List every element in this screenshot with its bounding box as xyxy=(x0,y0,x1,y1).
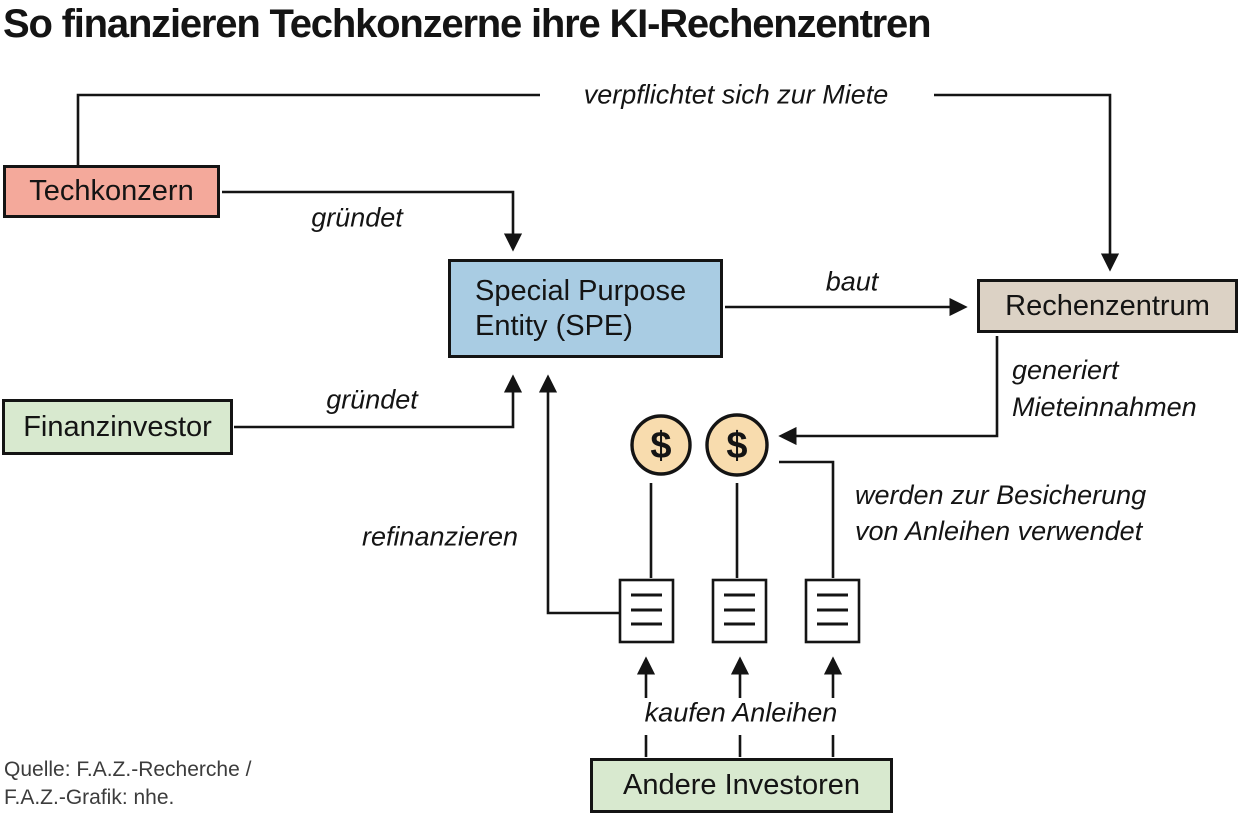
edge-verpflichtet-left-segment xyxy=(76,93,540,165)
edge-coins-to-bond3 xyxy=(779,460,835,578)
node-andere-investoren-label: Andere Investoren xyxy=(623,769,860,802)
node-techkonzern: Techkonzern xyxy=(3,165,220,218)
dollar-coin-icon: $ xyxy=(705,413,769,477)
edge-label-besicherung: werden zur Besicherung von Anleihen verw… xyxy=(855,477,1146,549)
edge-label-kaufen-anleihen: kaufen Anleihen xyxy=(644,697,838,728)
edge-label-verpflichtet: verpflichtet sich zur Miete xyxy=(583,79,889,110)
edge-label-generiert-line2: Mieteinnahmen xyxy=(1012,392,1197,422)
edge-label-besicherung-line2: von Anleihen verwendet xyxy=(855,516,1143,546)
node-techkonzern-label: Techkonzern xyxy=(29,175,194,208)
node-spe: Special Purpose Entity (SPE) xyxy=(448,259,723,358)
edge-label-generiert-mieteinnahmen: generiert Mieteinnahmen xyxy=(1012,352,1197,426)
edge-kaufen-anleihen-arrows xyxy=(636,656,843,757)
page-title: So finanzieren Techkonzerne ihre KI-Rech… xyxy=(3,2,932,46)
edge-gruendet-finanzinvestor xyxy=(234,374,523,429)
coin-circle xyxy=(705,413,769,477)
bond-document-icon xyxy=(804,578,861,644)
node-rechenzentrum: Rechenzentrum xyxy=(977,279,1238,333)
dollar-sign-glyph: $ xyxy=(726,425,747,467)
edge-refinanzieren xyxy=(538,374,620,615)
edge-gruendet-techkonzern xyxy=(222,190,523,252)
source-credit-line1: Quelle: F.A.Z.-Recherche / xyxy=(4,758,252,781)
node-spe-label-line2: Entity (SPE) xyxy=(475,309,633,342)
node-spe-label-line1: Special Purpose xyxy=(475,274,687,307)
coin-circle xyxy=(630,414,692,476)
node-andere-investoren: Andere Investoren xyxy=(590,758,893,813)
edge-verpflichtet-right-segment xyxy=(934,93,1120,272)
bond-document-icon xyxy=(618,578,675,644)
edge-label-generiert-line1: generiert xyxy=(1012,355,1119,385)
edge-label-besicherung-line1: werden zur Besicherung xyxy=(855,480,1147,510)
edge-label-gruendet-techkonzern: gründet xyxy=(311,202,403,233)
edge-label-baut: baut xyxy=(825,266,879,297)
node-rechenzentrum-label: Rechenzentrum xyxy=(1005,289,1210,322)
edge-label-gruendet-finanzinvestor: gründet xyxy=(326,384,418,415)
dollar-sign-glyph: $ xyxy=(650,425,671,467)
node-finanzinvestor: Finanzinvestor xyxy=(2,399,233,455)
dollar-coin-icon: $ xyxy=(630,414,692,476)
edge-label-refinanzieren: refinanzieren xyxy=(361,521,519,552)
node-finanzinvestor-label: Finanzinvestor xyxy=(23,410,212,443)
source-credit: Quelle: F.A.Z.-Recherche / F.A.Z.-Grafik… xyxy=(4,756,251,812)
edge-generiert-mieteinnahmen xyxy=(778,336,999,446)
source-credit-line2: F.A.Z.-Grafik: nhe. xyxy=(4,786,175,809)
bond-document-icon xyxy=(711,578,768,644)
